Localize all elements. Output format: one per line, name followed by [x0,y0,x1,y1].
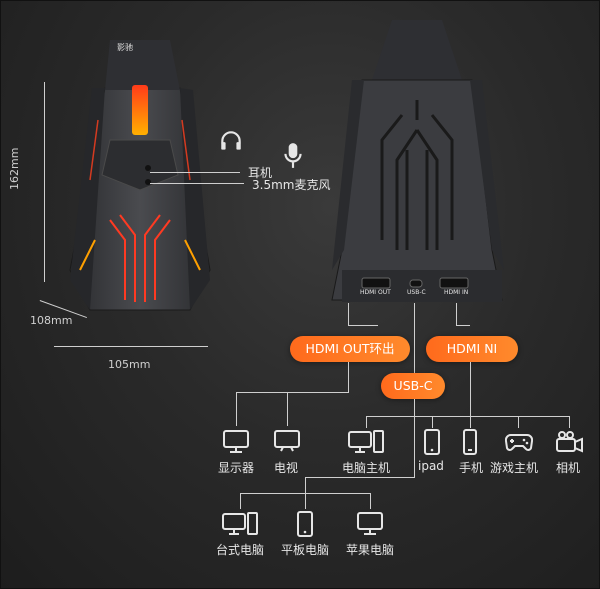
width-dimension-line [54,346,208,347]
desktop-pc-icon [348,430,384,453]
camera-icon [556,431,583,453]
mic-leader-line [150,183,244,184]
hdmi-out-connector-h [348,325,378,326]
device-label-desktop-host: 电脑主机 [342,461,391,475]
monitor-icon [357,512,383,535]
mic-label: 3.5mm麦克风 [252,178,331,192]
hdmi-out-tree-drop-1 [236,392,237,426]
device-label-camera: 相机 [556,461,581,475]
usb-c-tree-drop-1 [305,477,306,493]
hdmi-out-pill: HDMI OUT环出 [290,336,410,362]
device-label-tablet-pc: 平板电脑 [281,543,330,557]
width-dimension-label: 105mm [108,358,151,371]
headphone-icon [221,131,241,150]
microphone-icon [284,143,302,168]
usb-c-tree-stem [414,399,415,477]
usb-c-tree-drop-4 [370,493,371,509]
hdmi-in-tree-drop-4 [518,416,519,428]
hdmi-out-connector [348,303,349,325]
device-label-phone: 手机 [459,461,484,475]
device-label-monitor: 显示器 [218,461,255,475]
hdmi-in-tree-drop-5 [569,416,570,428]
headphone-label: 耳机 [248,166,273,180]
usb-c-pill: USB-C [381,373,445,399]
depth-dimension-label: 108mm [30,314,73,327]
desktop-pc-icon [222,512,258,535]
monitor-icon [223,430,249,453]
device-label-game-console: 游戏主机 [490,461,539,475]
height-dimension-label: 162mm [8,147,21,190]
hdmi-out-tree-stem [348,362,349,392]
usb-c-connector [414,303,415,373]
tablet-icon [297,511,313,537]
usb-c-tree-drop-2 [240,493,241,509]
hdmi-in-tree-stem [470,362,471,416]
device-label-mac: 苹果电脑 [346,543,395,557]
hdmi-in-tree-bar [366,416,570,417]
device-label-desktop-pc: 台式电脑 [216,543,265,557]
headphone-leader-line [150,172,240,173]
port-label-hdmi-in: HDMI IN [444,289,469,296]
port-label-usb-c: USB-C [407,289,426,296]
gamepad-icon [505,434,533,451]
hdmi-in-connector [456,303,457,325]
brand-logo: 影驰 [117,43,133,52]
hdmi-in-tree-drop-3 [470,416,471,428]
usb-c-tree-drop-3 [305,493,306,509]
device-front-image [69,40,211,311]
phone-icon [463,429,477,455]
height-dimension-line [44,82,45,282]
hdmi-in-tree-drop-1 [366,416,367,428]
port-label-hdmi-out: HDMI OUT [360,289,391,296]
hdmi-out-tree-drop-2 [287,392,288,426]
hdmi-in-tree-drop-2 [432,416,433,428]
device-label-tv: 电视 [274,461,299,475]
hdmi-in-connector-h [456,325,470,326]
usb-c-tree-bar [305,477,415,478]
tv-icon [274,430,300,452]
hdmi-in-pill: HDMI NI [426,336,518,362]
tablet-icon [424,429,440,455]
device-label-ipad: ipad [418,459,444,473]
device-back-image [331,20,504,302]
hdmi-out-tree-bar [236,392,349,393]
